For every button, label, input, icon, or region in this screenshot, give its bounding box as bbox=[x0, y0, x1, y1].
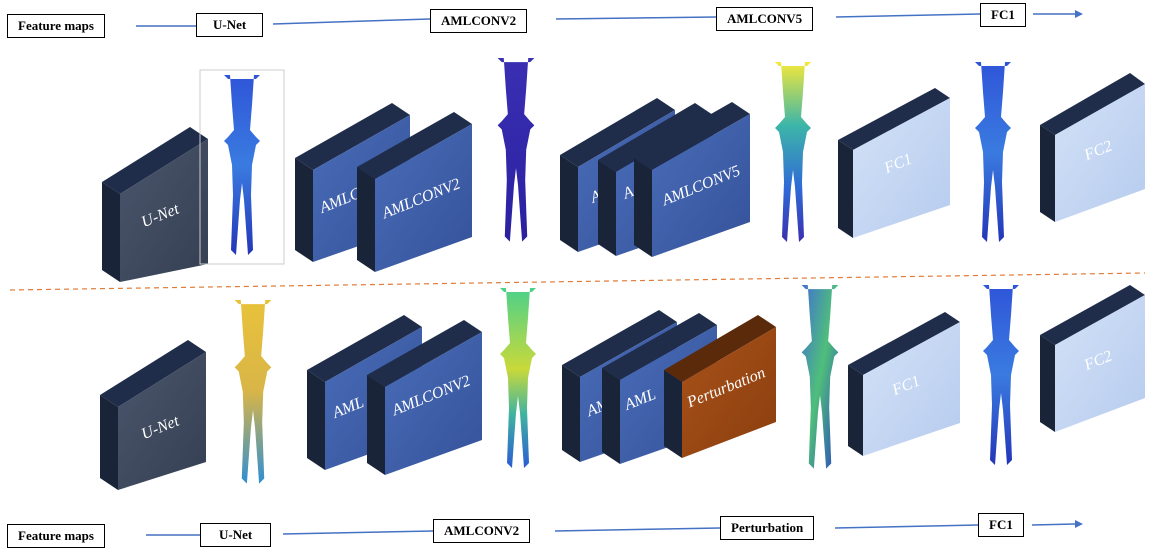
human-figure-amlconv2-bottom bbox=[500, 288, 536, 468]
block-unet-bottom: U-Net bbox=[100, 340, 206, 490]
block-fc2-bottom: FC2 bbox=[1040, 285, 1145, 432]
human-figure-unet-top bbox=[224, 75, 260, 255]
human-figure-fc1-bottom bbox=[983, 285, 1019, 465]
block-fc1-top: FC1 bbox=[838, 88, 950, 238]
human-figure-amlconv5-top bbox=[775, 62, 811, 242]
row-divider bbox=[9, 272, 1146, 291]
human-figure-fc1-top bbox=[975, 62, 1011, 242]
block-fc2-top: FC2 bbox=[1040, 73, 1145, 222]
bottom-label-feature-maps: Feature maps bbox=[7, 524, 105, 548]
block-fc1-bottom: FC1 bbox=[848, 312, 960, 456]
bottom-timeline-arrow-icon bbox=[1075, 520, 1083, 528]
top-timeline-arrow-icon bbox=[1075, 10, 1083, 18]
human-figure-perturbation-bottom bbox=[801, 285, 839, 469]
block-perturbation-bottom: Perturbation bbox=[664, 315, 776, 458]
bottom-label-unet: U-Net bbox=[200, 523, 272, 547]
block-unet-top: U-Net bbox=[102, 127, 208, 282]
top-label-feature-maps: Feature maps bbox=[7, 14, 105, 38]
bottom-label-fc1: FC1 bbox=[978, 513, 1024, 537]
top-label-amlconv2: AMLCONV2 bbox=[430, 9, 528, 33]
human-figure-amlconv2-top bbox=[497, 58, 535, 242]
top-label-fc1: FC1 bbox=[980, 3, 1026, 27]
human-figure-unet-bottom bbox=[234, 300, 272, 484]
block-amlconv2-front-top: AMLCONV2 bbox=[357, 112, 472, 272]
block-amlconv2-front-bottom: AMLCONV2 bbox=[367, 320, 482, 475]
top-label-amlconv5: AMLCONV5 bbox=[716, 7, 814, 31]
block-amlconv5-front-top: AMLCONV5 bbox=[634, 102, 750, 257]
bottom-label-perturbation: Perturbation bbox=[720, 516, 815, 540]
bottom-timeline-line bbox=[146, 520, 1083, 536]
bottom-label-amlconv2: AMLCONV2 bbox=[433, 519, 531, 543]
top-timeline-line bbox=[136, 10, 1083, 27]
human-frame-top bbox=[199, 69, 285, 265]
top-label-unet: U-Net bbox=[196, 13, 264, 37]
